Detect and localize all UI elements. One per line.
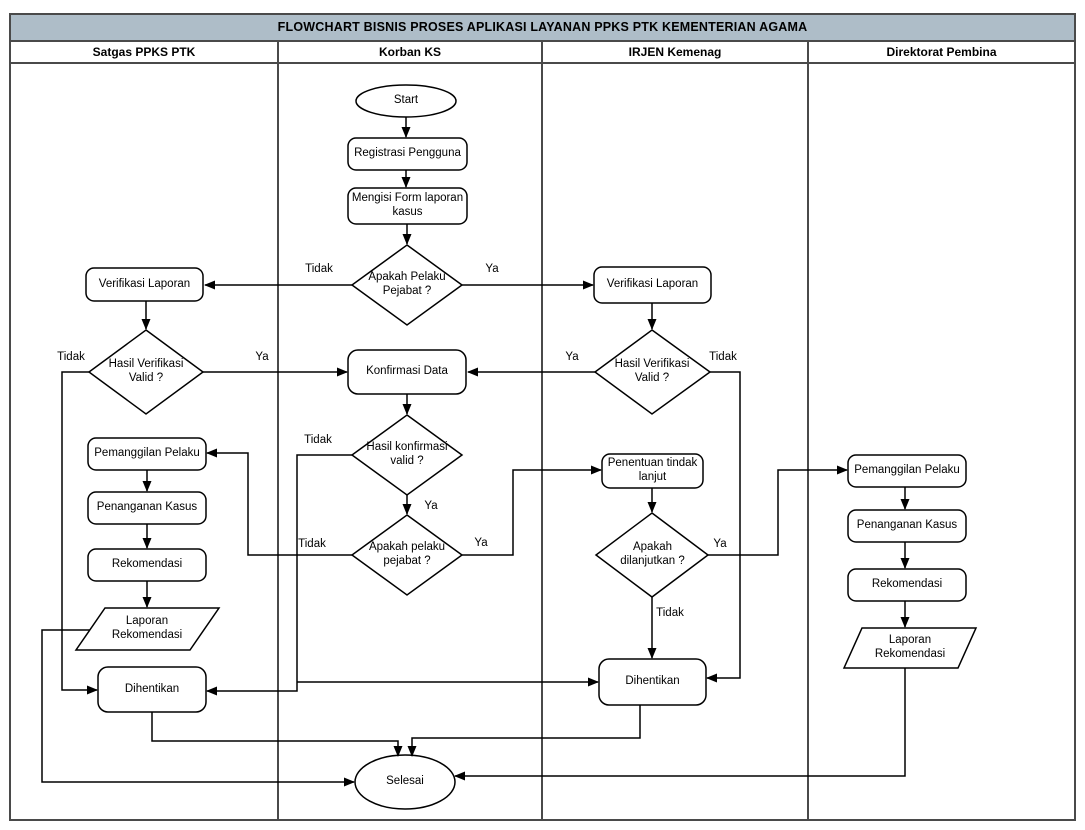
node-dihentikan-satgas bbox=[97, 666, 207, 713]
node-rekomendasi-satgas bbox=[87, 548, 207, 582]
edge-apakah-dilanjutkan-ya bbox=[708, 465, 848, 556]
node-start bbox=[355, 84, 457, 118]
node-penanganan-kasus-direktorat bbox=[847, 509, 967, 543]
node-laporan-rekomendasi-direktorat bbox=[842, 627, 978, 669]
edge-apakah-pelaku-2-tidak bbox=[206, 448, 352, 556]
edge-hasil-satgas-tidak bbox=[61, 371, 98, 695]
node-apakah-pelaku-pejabat-1 bbox=[350, 244, 464, 326]
node-hasil-konfirmasi-valid bbox=[350, 414, 464, 496]
node-selesai bbox=[354, 754, 456, 810]
edge-dihentikan-satgas-selesai bbox=[151, 712, 403, 757]
node-rekomendasi-direktorat bbox=[847, 568, 967, 602]
node-pemanggilan-pelaku-satgas bbox=[87, 437, 207, 471]
node-laporan-rekomendasi-satgas bbox=[74, 607, 221, 651]
node-mengisi-form bbox=[347, 187, 468, 225]
node-penanganan-kasus-satgas bbox=[87, 491, 207, 525]
edge-hasil-konfirmasi-tidak-satgas bbox=[206, 454, 352, 696]
title-bar bbox=[9, 13, 1076, 42]
node-verifikasi-laporan-irjen bbox=[593, 266, 712, 304]
node-registrasi-pengguna bbox=[347, 137, 468, 171]
node-dihentikan-irjen bbox=[598, 658, 707, 706]
edge-hasil-irjen-tidak bbox=[706, 371, 741, 683]
node-hasil-verifikasi-irjen bbox=[593, 329, 712, 415]
node-apakah-pelaku-pejabat-2 bbox=[350, 514, 464, 596]
node-apakah-dilanjutkan bbox=[594, 512, 710, 598]
node-konfirmasi-data bbox=[347, 349, 467, 395]
edge-dihentikan-irjen-selesai bbox=[407, 705, 641, 757]
node-penentuan-tindak-lanjut bbox=[601, 453, 704, 489]
node-pemanggilan-pelaku-direktorat bbox=[847, 454, 967, 488]
node-hasil-verifikasi-satgas bbox=[87, 329, 205, 415]
edge-apakah-pelaku-2-ya bbox=[462, 465, 602, 556]
edge-laporan-satgas-selesai bbox=[41, 629, 355, 787]
node-verifikasi-laporan-satgas bbox=[85, 267, 204, 302]
edge-laporan-direktorat-selesai bbox=[454, 668, 906, 781]
